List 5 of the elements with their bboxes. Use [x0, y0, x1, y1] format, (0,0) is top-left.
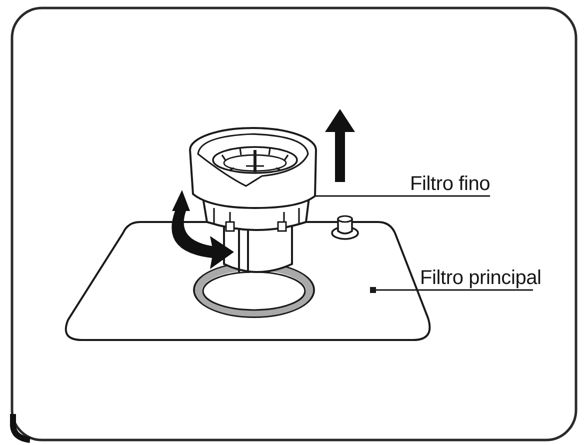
leader-line [370, 287, 533, 293]
part-label: Filtro principal [420, 266, 542, 290]
fine-filter-drawing [189, 127, 317, 273]
leader-line [315, 195, 490, 197]
part-label: Filtro fino [410, 172, 490, 196]
